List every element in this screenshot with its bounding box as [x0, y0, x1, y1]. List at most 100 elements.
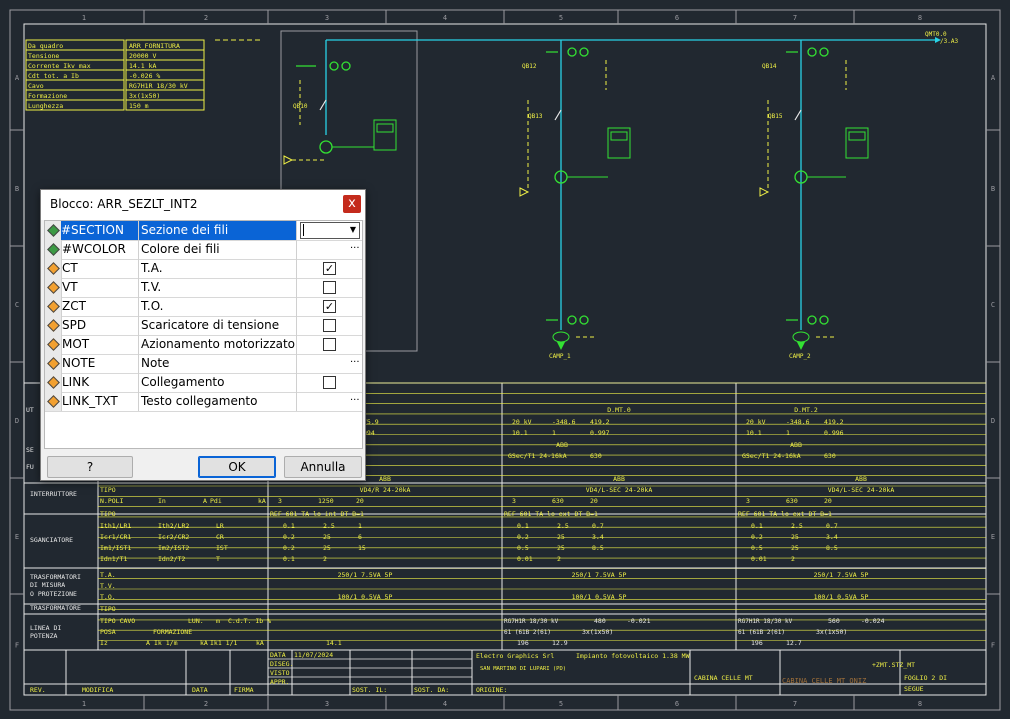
help-button[interactable]: ?	[47, 456, 133, 478]
row-label: TIPO CAVO	[100, 617, 135, 625]
attribute-value[interactable]	[297, 316, 362, 335]
ok-button[interactable]: OK	[198, 456, 276, 478]
attribute-value[interactable]	[297, 335, 362, 354]
relay-screen	[848, 131, 866, 141]
attribute-checkbox[interactable]	[323, 319, 336, 332]
orange-diamond-icon	[47, 395, 60, 408]
row-label: Iz	[100, 639, 108, 647]
attribute-value[interactable]: ▼	[297, 221, 362, 240]
column-marker: 8	[918, 700, 922, 708]
attribute-value[interactable]: ✓	[297, 297, 362, 316]
titleblock-label: MODIFICA	[82, 686, 113, 694]
cell-value: 419.2	[824, 418, 844, 426]
ellipsis-button[interactable]: ...	[350, 392, 360, 403]
relay-box	[373, 119, 397, 151]
column-divider	[296, 335, 297, 354]
info-key: Da quadro	[28, 42, 63, 50]
attribute-value[interactable]	[297, 373, 362, 392]
breaker-symbol	[794, 109, 802, 121]
lamp-symbol	[567, 47, 577, 57]
info-key: Formazione	[28, 92, 67, 100]
row-gutter	[45, 392, 62, 411]
cell-value: 10.1	[512, 429, 528, 437]
row-label: N.POLI	[100, 497, 124, 505]
row-label: Idn1/T1	[100, 555, 127, 563]
attribute-name: VT	[62, 280, 78, 294]
column-marker: 6	[675, 700, 679, 708]
attribute-checkbox[interactable]	[323, 281, 336, 294]
cell-value: GSec/T1 24-16kA	[508, 452, 567, 460]
row-gutter	[45, 373, 62, 392]
cell-value: 994	[363, 429, 375, 437]
column-divider	[138, 278, 139, 297]
row-label: TIPO	[100, 486, 116, 494]
info-value: 20000 V	[129, 52, 156, 60]
row-marker: F	[15, 642, 19, 650]
cell-value: 25	[557, 544, 565, 552]
attribute-value[interactable]: ...	[297, 240, 362, 259]
section-combo[interactable]: ▼	[300, 222, 360, 239]
row-label: Icr2/CR2	[158, 533, 189, 541]
cell-value: VD4/L-SEC 24-20kA	[586, 486, 653, 494]
attribute-value[interactable]: ...	[297, 392, 362, 411]
arrow-icon	[557, 342, 565, 350]
lamp-symbol	[567, 315, 577, 325]
ellipsis-button[interactable]: ...	[350, 354, 360, 365]
arrow-icon	[519, 187, 530, 197]
cell-value: 0.5	[751, 544, 763, 552]
cell-value: 20	[590, 497, 598, 505]
attribute-checkbox[interactable]	[323, 376, 336, 389]
attribute-description: T.O.	[141, 299, 164, 313]
attribute-checkbox[interactable]: ✓	[323, 300, 336, 313]
row-gutter	[45, 354, 62, 373]
chevron-down-icon[interactable]: ▼	[349, 225, 356, 234]
relay-box	[845, 127, 869, 159]
column-marker: 2	[204, 14, 208, 22]
breaker-symbol	[319, 99, 327, 111]
lamp-symbol	[579, 47, 589, 57]
project-name: Impianto fotovoltaico 1.38 MW	[576, 652, 690, 660]
section-label: POTENZA	[30, 632, 57, 640]
attribute-checkbox[interactable]	[323, 338, 336, 351]
info-cell	[25, 99, 125, 111]
cell-value: 630	[824, 452, 836, 460]
close-icon[interactable]: x	[343, 195, 361, 213]
attribute-description: Sezione dei fili	[139, 221, 296, 240]
ellipsis-button[interactable]: ...	[350, 240, 360, 251]
info-cell	[125, 99, 205, 111]
q-label: QB13	[528, 113, 543, 120]
column-marker: 5	[559, 14, 563, 22]
titleblock-label: DATA	[270, 651, 286, 659]
orange-diamond-icon	[47, 357, 60, 370]
attribute-value[interactable]: ✓	[297, 259, 362, 278]
attribute-value[interactable]: ...	[297, 354, 362, 373]
q-label: QB12	[522, 63, 537, 70]
column-divider	[138, 297, 139, 316]
section-label: UT	[26, 406, 34, 414]
attribute-checkbox[interactable]: ✓	[323, 262, 336, 275]
lamp-symbol	[819, 47, 829, 57]
info-value: 3x(1x50)	[129, 92, 160, 100]
cell-value: 20	[356, 497, 364, 505]
row-gutter	[45, 335, 62, 354]
cell-value: 15	[358, 544, 366, 552]
column-divider	[296, 240, 297, 259]
cell-value: 25	[791, 533, 799, 541]
cell-value: 196	[517, 639, 529, 647]
attribute-value[interactable]	[297, 278, 362, 297]
zct-symbol	[792, 331, 810, 343]
cancel-button[interactable]: Annulla	[284, 456, 362, 478]
